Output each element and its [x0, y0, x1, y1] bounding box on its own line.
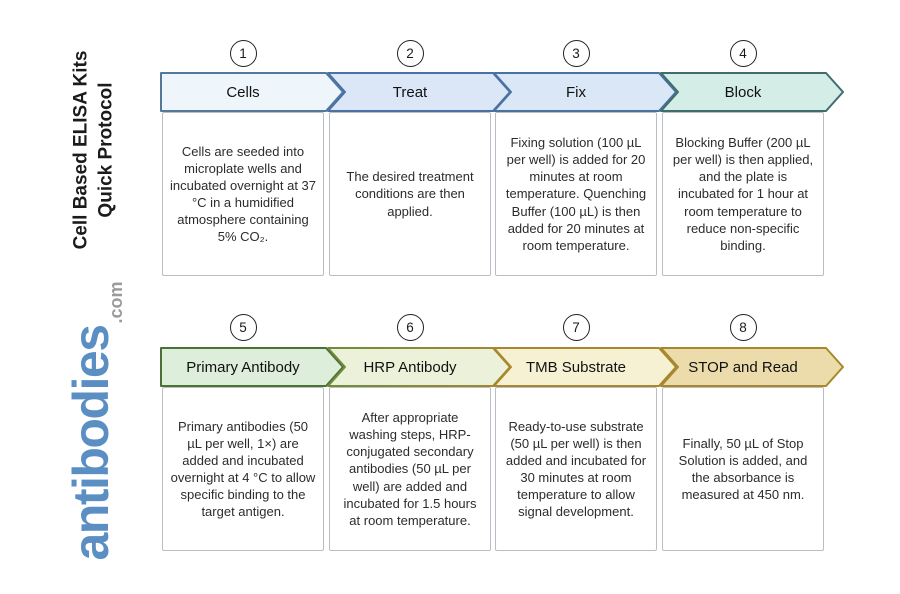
step-4-chevron: [660, 72, 844, 112]
step-6-description-box: After appropriate washing steps, HRP-con…: [329, 387, 491, 551]
step-4: 4 Block Blocking Buffer (200 µL per well…: [660, 0, 845, 594]
step-8: 8 STOP and Read Finally, 50 µL of Stop S…: [660, 0, 845, 594]
step-3-chevron-shape: [493, 72, 677, 112]
step-3-description: Fixing solution (100 µL per well) is add…: [505, 134, 647, 253]
brand-name: antibodies: [63, 325, 119, 561]
step-7-label: TMB Substrate: [525, 358, 627, 376]
step-8-description: Finally, 50 µL of Stop Solution is added…: [678, 435, 808, 503]
step-8-label: STOP and Read: [688, 358, 798, 376]
step-5-label: Primary Antibody: [186, 358, 300, 376]
step-8-number: 8: [739, 320, 747, 335]
step-8-chevron: [660, 347, 844, 387]
step-1-number: 1: [239, 46, 247, 61]
step-7: 7 TMB Substrate Ready-to-use substrate (…: [493, 0, 678, 594]
step-5-description: Primary antibodies (50 µL per well, 1×) …: [170, 418, 316, 520]
step-3-label: Fix: [566, 83, 586, 101]
step-2-number-badge: 2: [396, 40, 424, 67]
step-3-description-box: Fixing solution (100 µL per well) is add…: [495, 112, 657, 276]
step-5: 5 Primary Antibody Primary antibodies (5…: [160, 0, 345, 594]
step-3-number: 3: [572, 46, 580, 61]
step-8-description-box: Finally, 50 µL of Stop Solution is added…: [662, 387, 824, 551]
protocol-title-line2: Quick Protocol: [95, 82, 116, 218]
step-1: 1 Cells Cells are seeded into microplate…: [160, 0, 345, 594]
step-3-number-badge: 3: [562, 40, 590, 67]
step-7-description-box: Ready-to-use substrate (50 µL per well) …: [495, 387, 657, 551]
brand-tld: .com: [106, 281, 126, 324]
step-2-label: Treat: [392, 83, 428, 101]
step-1-description: Cells are seeded into microplate wells a…: [170, 143, 316, 245]
step-2-description: The desired treatment conditions are the…: [346, 169, 474, 219]
step-4-description: Blocking Buffer (200 µL per well) is the…: [672, 134, 814, 253]
step-7-description: Ready-to-use substrate (50 µL per well) …: [505, 418, 647, 520]
step-5-chevron-shape: [160, 347, 344, 387]
step-5-number: 5: [239, 320, 247, 335]
step-1-chevron-shape: [160, 72, 344, 112]
step-7-chevron: [493, 347, 677, 387]
step-5-number-badge: 5: [229, 314, 257, 341]
step-6-number: 6: [406, 320, 414, 335]
step-4-description-box: Blocking Buffer (200 µL per well) is the…: [662, 112, 824, 276]
brand-logo: antibodies.com: [62, 281, 126, 561]
step-4-number-badge: 4: [729, 40, 757, 67]
step-5-description-box: Primary antibodies (50 µL per well, 1×) …: [162, 387, 324, 551]
step-2-number: 2: [406, 46, 414, 61]
step-5-chevron: [160, 347, 344, 387]
step-3: 3 Fix Fixing solution (100 µL per well) …: [493, 0, 678, 594]
step-1-label: Cells: [226, 83, 260, 101]
step-8-number-badge: 8: [729, 314, 757, 341]
step-2-description-box: The desired treatment conditions are the…: [329, 112, 491, 276]
step-1-chevron: [160, 72, 344, 112]
step-7-number-badge: 7: [562, 314, 590, 341]
step-1-description-box: Cells are seeded into microplate wells a…: [162, 112, 324, 276]
protocol-title: Cell Based ELISA Kits Quick Protocol: [69, 51, 118, 250]
step-8-chevron-shape: [660, 347, 844, 387]
step-6-description: After appropriate washing steps, HRP-con…: [343, 409, 477, 528]
step-4-number: 4: [739, 46, 747, 61]
step-3-chevron: [493, 72, 677, 112]
step-2: 2 Treat The desired treatment conditions…: [327, 0, 512, 594]
step-6: 6 HRP Antibody After appropriate washing…: [327, 0, 512, 594]
step-7-chevron-shape: [493, 347, 677, 387]
step-6-label: HRP Antibody: [363, 358, 457, 376]
step-6-number-badge: 6: [396, 314, 424, 341]
step-4-label: Block: [724, 83, 762, 101]
step-1-number-badge: 1: [229, 40, 257, 67]
protocol-title-line1: Cell Based ELISA Kits: [70, 50, 92, 250]
step-7-number: 7: [572, 320, 580, 335]
step-4-chevron-shape: [660, 72, 844, 112]
